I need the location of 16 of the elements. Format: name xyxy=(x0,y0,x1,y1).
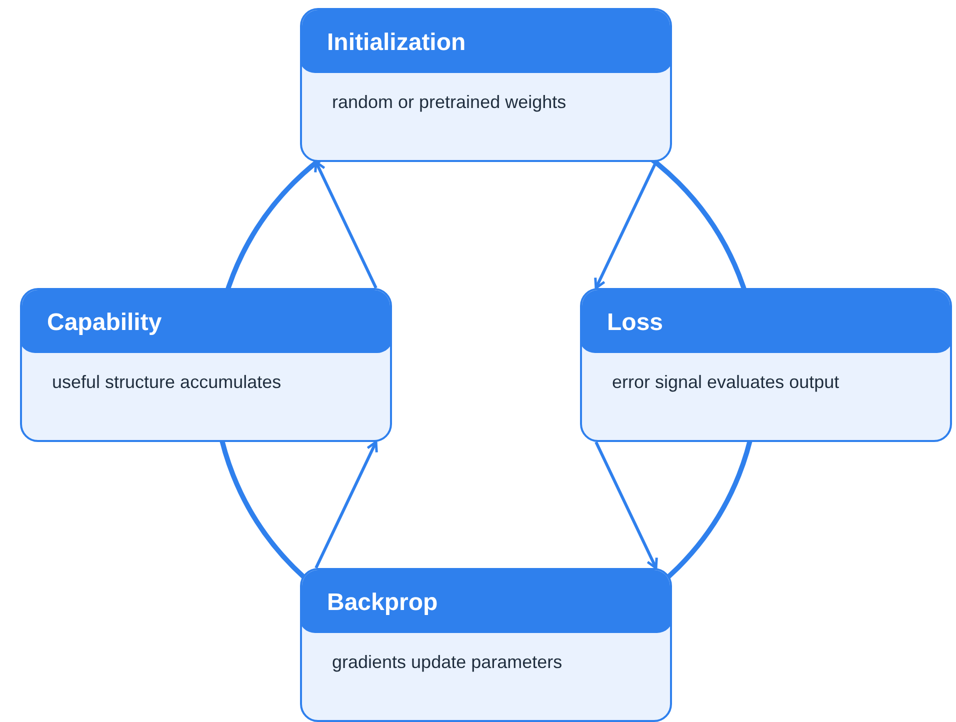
card-text: random or pretrained weights xyxy=(332,92,566,113)
card-header: Capability xyxy=(22,290,390,353)
card-text: gradients update parameters xyxy=(332,652,562,673)
process-card xyxy=(300,568,672,722)
card-text: error signal evaluates output xyxy=(612,372,840,393)
arrow xyxy=(594,161,658,290)
card-header: Backprop xyxy=(302,570,670,633)
arrow xyxy=(314,160,378,289)
card-text: useful structure accumulates xyxy=(52,372,282,393)
process-card xyxy=(20,288,392,442)
process-card xyxy=(580,288,952,442)
process-card xyxy=(300,8,672,162)
card-header: Loss xyxy=(582,290,950,353)
arrow xyxy=(594,441,658,570)
card-header: Initialization xyxy=(302,10,670,73)
arrow xyxy=(314,440,378,569)
